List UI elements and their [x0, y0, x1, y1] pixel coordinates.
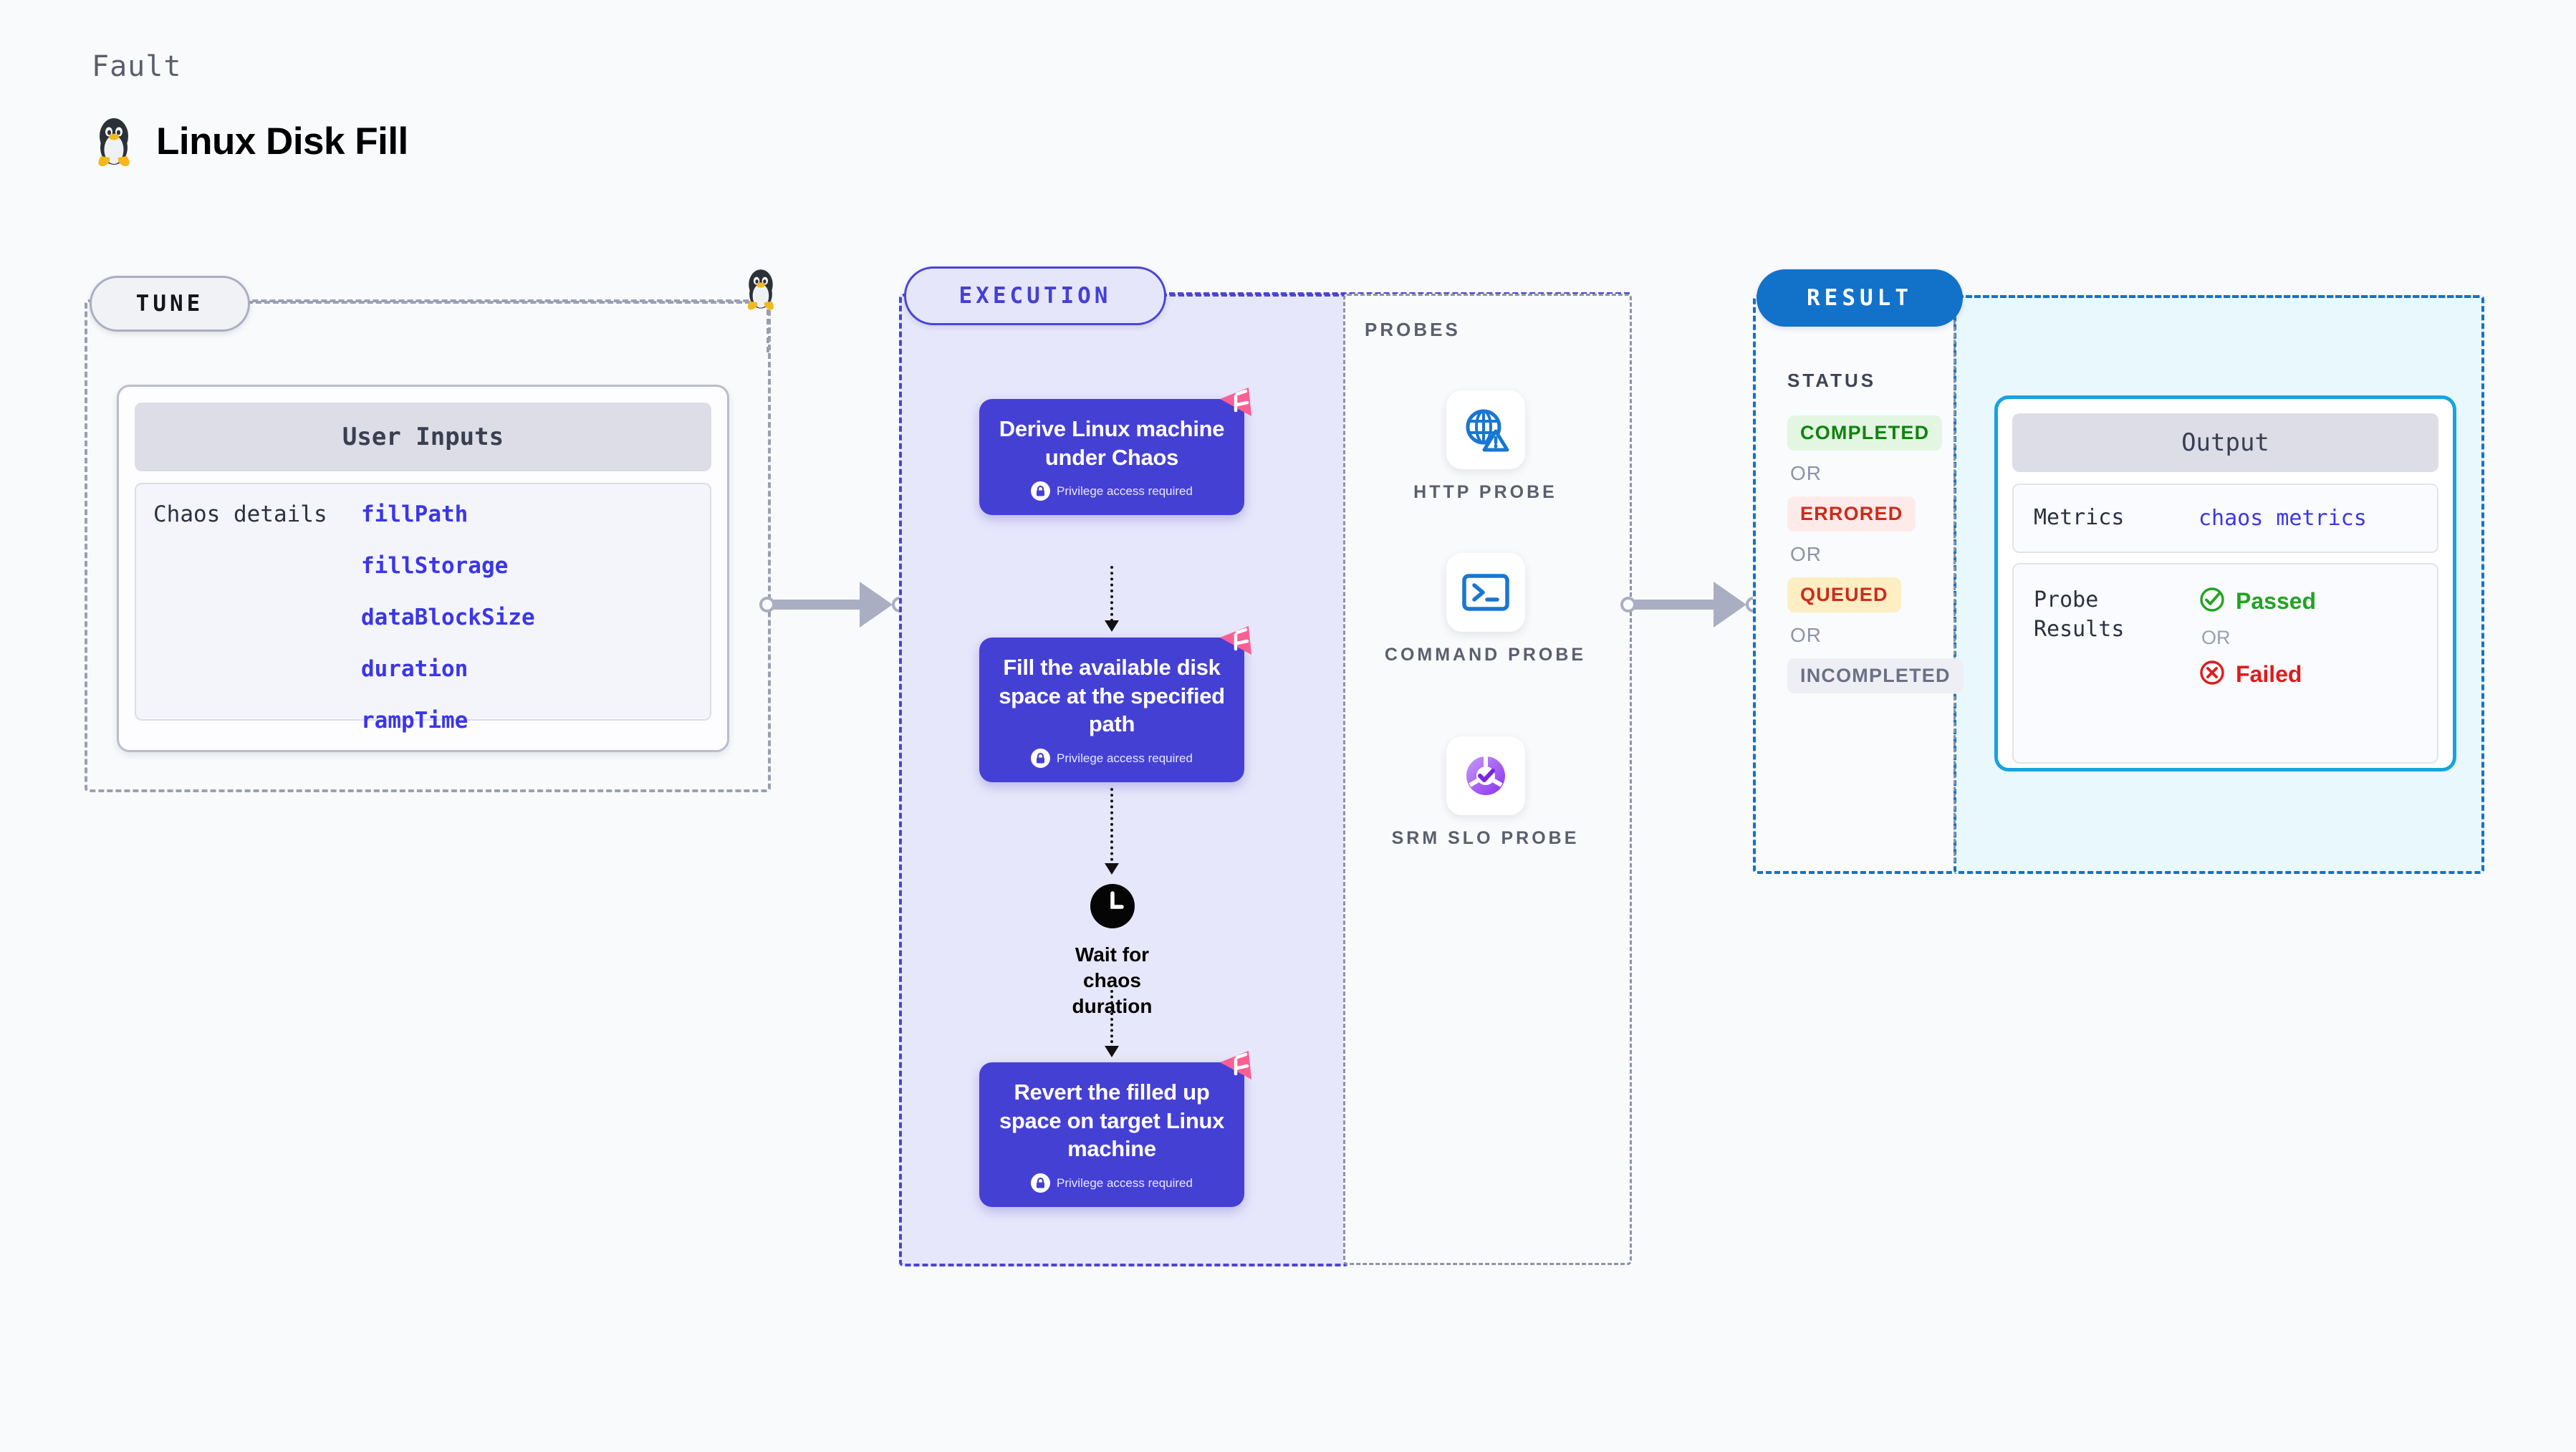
lock-icon — [1031, 481, 1051, 501]
privilege-note: Privilege access required — [996, 1173, 1227, 1193]
chaos-flag-icon — [1216, 383, 1257, 425]
probe-label: SRM SLO PROBE — [1391, 828, 1580, 848]
status-badge: INCOMPLETED — [1787, 658, 1964, 693]
output-card: Output Metrics chaos metrics Probe Resul… — [1994, 395, 2456, 771]
probe-result-or-label: OR — [2201, 627, 2231, 648]
tune-lead-line — [247, 301, 759, 304]
linux-tux-icon — [92, 115, 136, 168]
failed-label: Failed — [2236, 661, 2302, 687]
globe-warning-icon — [1446, 390, 1525, 469]
status-badge: ERRORED — [1787, 496, 1916, 532]
result-lead-line — [1957, 295, 2479, 298]
connector-dot-probes-out — [1620, 597, 1636, 612]
page-title: Linux Disk Fill — [156, 120, 408, 163]
lock-icon — [1031, 1173, 1051, 1193]
status-or-label: OR — [1790, 624, 1822, 646]
status-list: COMPLETED OR ERRORED OR QUEUED OR INCOMP… — [1787, 415, 1964, 693]
x-circle-icon — [2198, 659, 2226, 690]
user-inputs-header: User Inputs — [135, 403, 711, 471]
probe-results-row: Probe Results Passed OR — [2012, 563, 2438, 764]
tune-section-pill[interactable]: TUNE — [90, 276, 250, 332]
user-inputs-card: User Inputs Chaos details fillPath fillS… — [117, 385, 729, 752]
metrics-label: Metrics — [2034, 505, 2125, 531]
execution-step-card[interactable]: Derive Linux machine under Chaos Privile… — [979, 388, 1251, 516]
connector-dot-tune-out — [759, 597, 775, 612]
status-or-label: OR — [1790, 543, 1822, 565]
metrics-row: Metrics chaos metrics — [2012, 484, 2438, 553]
page-title-row: Linux Disk Fill — [92, 115, 408, 168]
chaos-details-label: Chaos details — [153, 501, 327, 527]
probe-item[interactable]: HTTP PROBE — [1343, 390, 1628, 504]
probe-label: HTTP PROBE — [1413, 482, 1557, 502]
probe-item[interactable]: COMMAND PROBE — [1343, 553, 1628, 667]
privilege-note-text: Privilege access required — [1057, 1175, 1193, 1190]
passed-label: Passed — [2236, 588, 2317, 614]
metrics-value[interactable]: chaos metrics — [2198, 506, 2367, 531]
connector-bar-exec-result — [1635, 600, 1721, 610]
chaos-param[interactable]: fillStorage — [361, 553, 509, 579]
chaos-param[interactable]: dataBlockSize — [361, 605, 535, 630]
execution-connector-arrow — [1105, 863, 1119, 875]
check-circle-icon — [2198, 586, 2226, 617]
execution-section-pill[interactable]: EXECUTION — [904, 266, 1166, 325]
chaos-param[interactable]: duration — [361, 656, 468, 682]
status-badge: COMPLETED — [1787, 415, 1943, 451]
status-label: STATUS — [1787, 370, 1877, 391]
linux-tux-icon — [741, 266, 780, 311]
connector-bar-tune-exec — [774, 600, 867, 610]
execution-connector-line — [1110, 990, 1113, 1049]
execution-step-card[interactable]: Fill the available disk space at the spe… — [979, 626, 1251, 783]
output-header: Output — [2012, 413, 2438, 472]
lock-icon — [1031, 749, 1051, 769]
execution-step-title: Revert the filled up space on target Lin… — [999, 1080, 1225, 1162]
execution-connector-line — [1110, 566, 1113, 622]
probe-results-label: Probe Results — [2034, 587, 2125, 642]
chaos-params-list: fillPath fillStorage dataBlockSize durat… — [361, 501, 535, 734]
terminal-icon — [1446, 553, 1525, 632]
execution-connector-line — [1110, 788, 1113, 867]
execution-step-title: Derive Linux machine under Chaos — [999, 416, 1225, 470]
privilege-note-text: Privilege access required — [1057, 484, 1193, 498]
chaos-param[interactable]: rampTime — [361, 708, 468, 734]
execution-step-card[interactable]: Revert the filled up space on target Lin… — [979, 1051, 1251, 1208]
connector-arrow-tune-exec — [860, 582, 893, 628]
wait-node: Wait for chaos duration — [1057, 883, 1168, 1019]
tune-penguin-stem — [766, 309, 769, 352]
user-inputs-body: Chaos details fillPath fillStorage dataB… — [135, 483, 711, 734]
wait-label: Wait for chaos duration — [1072, 943, 1153, 1017]
status-or-label: OR — [1790, 462, 1822, 484]
privilege-note-text: Privilege access required — [1057, 751, 1193, 765]
fault-label: Fault — [92, 50, 182, 83]
probe-result-failed: Failed — [2198, 659, 2316, 690]
probes-label: PROBES — [1365, 319, 1461, 340]
execution-connector-arrow — [1105, 620, 1119, 632]
probe-result-passed: Passed — [2198, 586, 2316, 617]
probe-item[interactable]: SRM SLO PROBE — [1343, 736, 1628, 850]
result-status-divider — [1953, 301, 1956, 862]
execution-connector-arrow — [1105, 1046, 1119, 1057]
chaos-flag-icon — [1216, 1047, 1257, 1088]
chaos-param[interactable]: fillPath — [361, 501, 468, 527]
probe-label: COMMAND PROBE — [1384, 645, 1587, 665]
status-badge: QUEUED — [1787, 577, 1901, 612]
clock-icon — [1089, 884, 1136, 933]
chaos-flag-icon — [1216, 622, 1257, 663]
result-section-pill[interactable]: RESULT — [1756, 269, 1963, 327]
privilege-note: Privilege access required — [996, 481, 1227, 501]
probe-results-values: Passed OR Failed — [2198, 586, 2316, 762]
connector-arrow-exec-result — [1714, 582, 1746, 628]
execution-step-title: Fill the available disk space at the spe… — [999, 655, 1225, 737]
privilege-note: Privilege access required — [996, 749, 1227, 769]
slo-donut-check-icon — [1446, 736, 1525, 815]
